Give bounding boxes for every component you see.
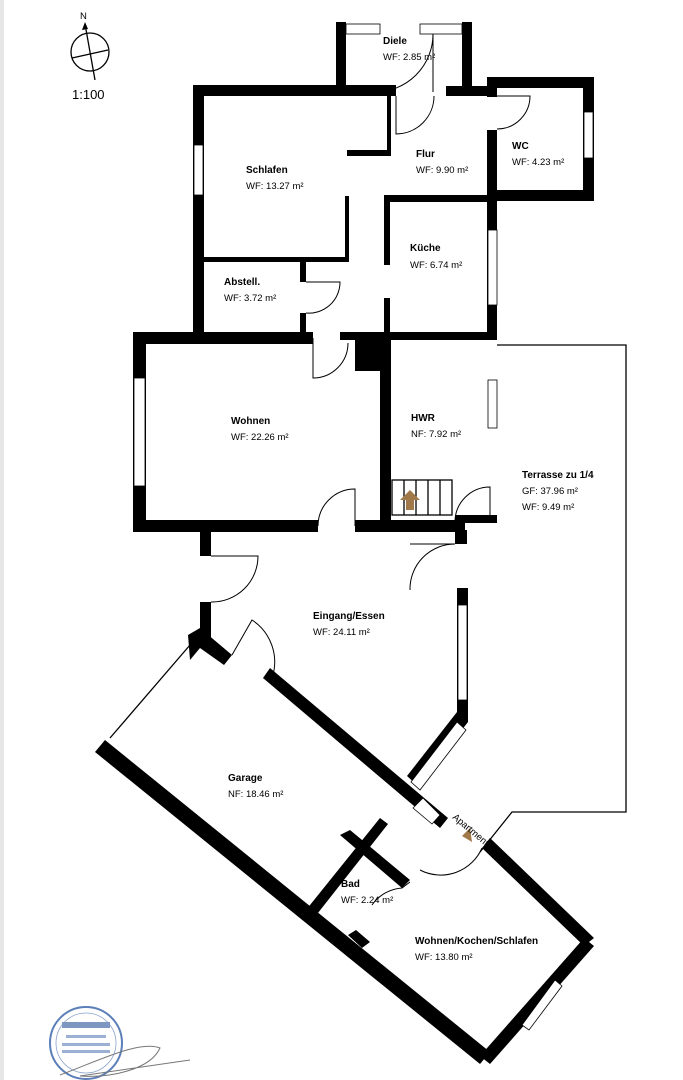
room-area: WF: 22.26 m² <box>231 432 289 443</box>
scale-label: 1:100 <box>72 87 105 102</box>
apartment-label: Apartment <box>450 812 491 849</box>
room-name: HWR <box>411 413 436 424</box>
room-name: Schlafen <box>246 165 288 176</box>
room-area: NF: 18.46 m² <box>228 789 283 800</box>
page-edge <box>0 0 4 1080</box>
stairs <box>391 479 453 516</box>
room-area: WF: 13.80 m² <box>415 952 473 963</box>
room-name: Diele <box>383 36 407 47</box>
compass-icon: N <box>70 11 110 81</box>
room-bad: Bad WF: 2.24 m² <box>341 879 393 906</box>
room-name: Eingang/Essen <box>313 611 385 622</box>
entrance-arrow-icon <box>462 828 472 842</box>
room-area: WF: 4.23 m² <box>512 157 564 168</box>
room-area: WF: 6.74 m² <box>410 260 462 271</box>
certification-stamp <box>49 1006 191 1080</box>
room-flur: Flur WF: 9.90 m² <box>416 149 468 176</box>
room-abstell: Abstell. WF: 3.72 m² <box>224 277 276 304</box>
room-area: WF: 2.24 m² <box>341 895 393 906</box>
room-diele: Diele WF: 2.85 m² <box>383 36 435 63</box>
room-name: Garage <box>228 773 263 784</box>
room-area: WF: 24.11 m² <box>313 627 370 638</box>
room-area: WF: 3.72 m² <box>224 293 276 304</box>
doors <box>210 33 531 906</box>
room-area: WF: 2.85 m² <box>383 52 435 63</box>
room-wohnen: Wohnen WF: 22.26 m² <box>231 416 289 443</box>
room-name: Wohnen/Kochen/Schlafen <box>415 936 538 947</box>
room-name: Abstell. <box>224 277 260 288</box>
room-area: WF: 13.27 m² <box>246 181 304 192</box>
room-terrasse: Terrasse zu 1/4 GF: 37.96 m² WF: 9.49 m² <box>522 470 594 513</box>
room-name: Bad <box>341 879 360 890</box>
room-area: WF: 9.90 m² <box>416 165 468 176</box>
room-eingang-essen: Eingang/Essen WF: 24.11 m² <box>313 611 385 638</box>
room-kueche: Küche WF: 6.74 m² <box>410 243 462 271</box>
room-area-wf: WF: 9.49 m² <box>522 502 574 513</box>
room-name: Küche <box>410 243 441 254</box>
room-name: WC <box>512 141 529 152</box>
room-name: Wohnen <box>231 416 270 427</box>
stair-arrow-icon <box>400 490 420 510</box>
room-hwr: HWR NF: 7.92 m² <box>411 413 461 440</box>
room-garage: Garage NF: 18.46 m² <box>228 773 283 800</box>
room-wohnen-kochen-schlafen: Wohnen/Kochen/Schlafen WF: 13.80 m² <box>415 936 538 963</box>
north-label: N <box>80 11 87 22</box>
room-area: GF: 37.96 m² <box>522 486 578 497</box>
room-name: Terrasse zu 1/4 <box>522 470 594 481</box>
terrace-outline <box>479 344 627 853</box>
walls <box>95 22 594 1064</box>
room-area: NF: 7.92 m² <box>411 429 461 440</box>
room-name: Flur <box>416 149 435 160</box>
room-wc: WC WF: 4.23 m² <box>512 141 564 168</box>
room-schlafen: Schlafen WF: 13.27 m² <box>246 165 304 192</box>
